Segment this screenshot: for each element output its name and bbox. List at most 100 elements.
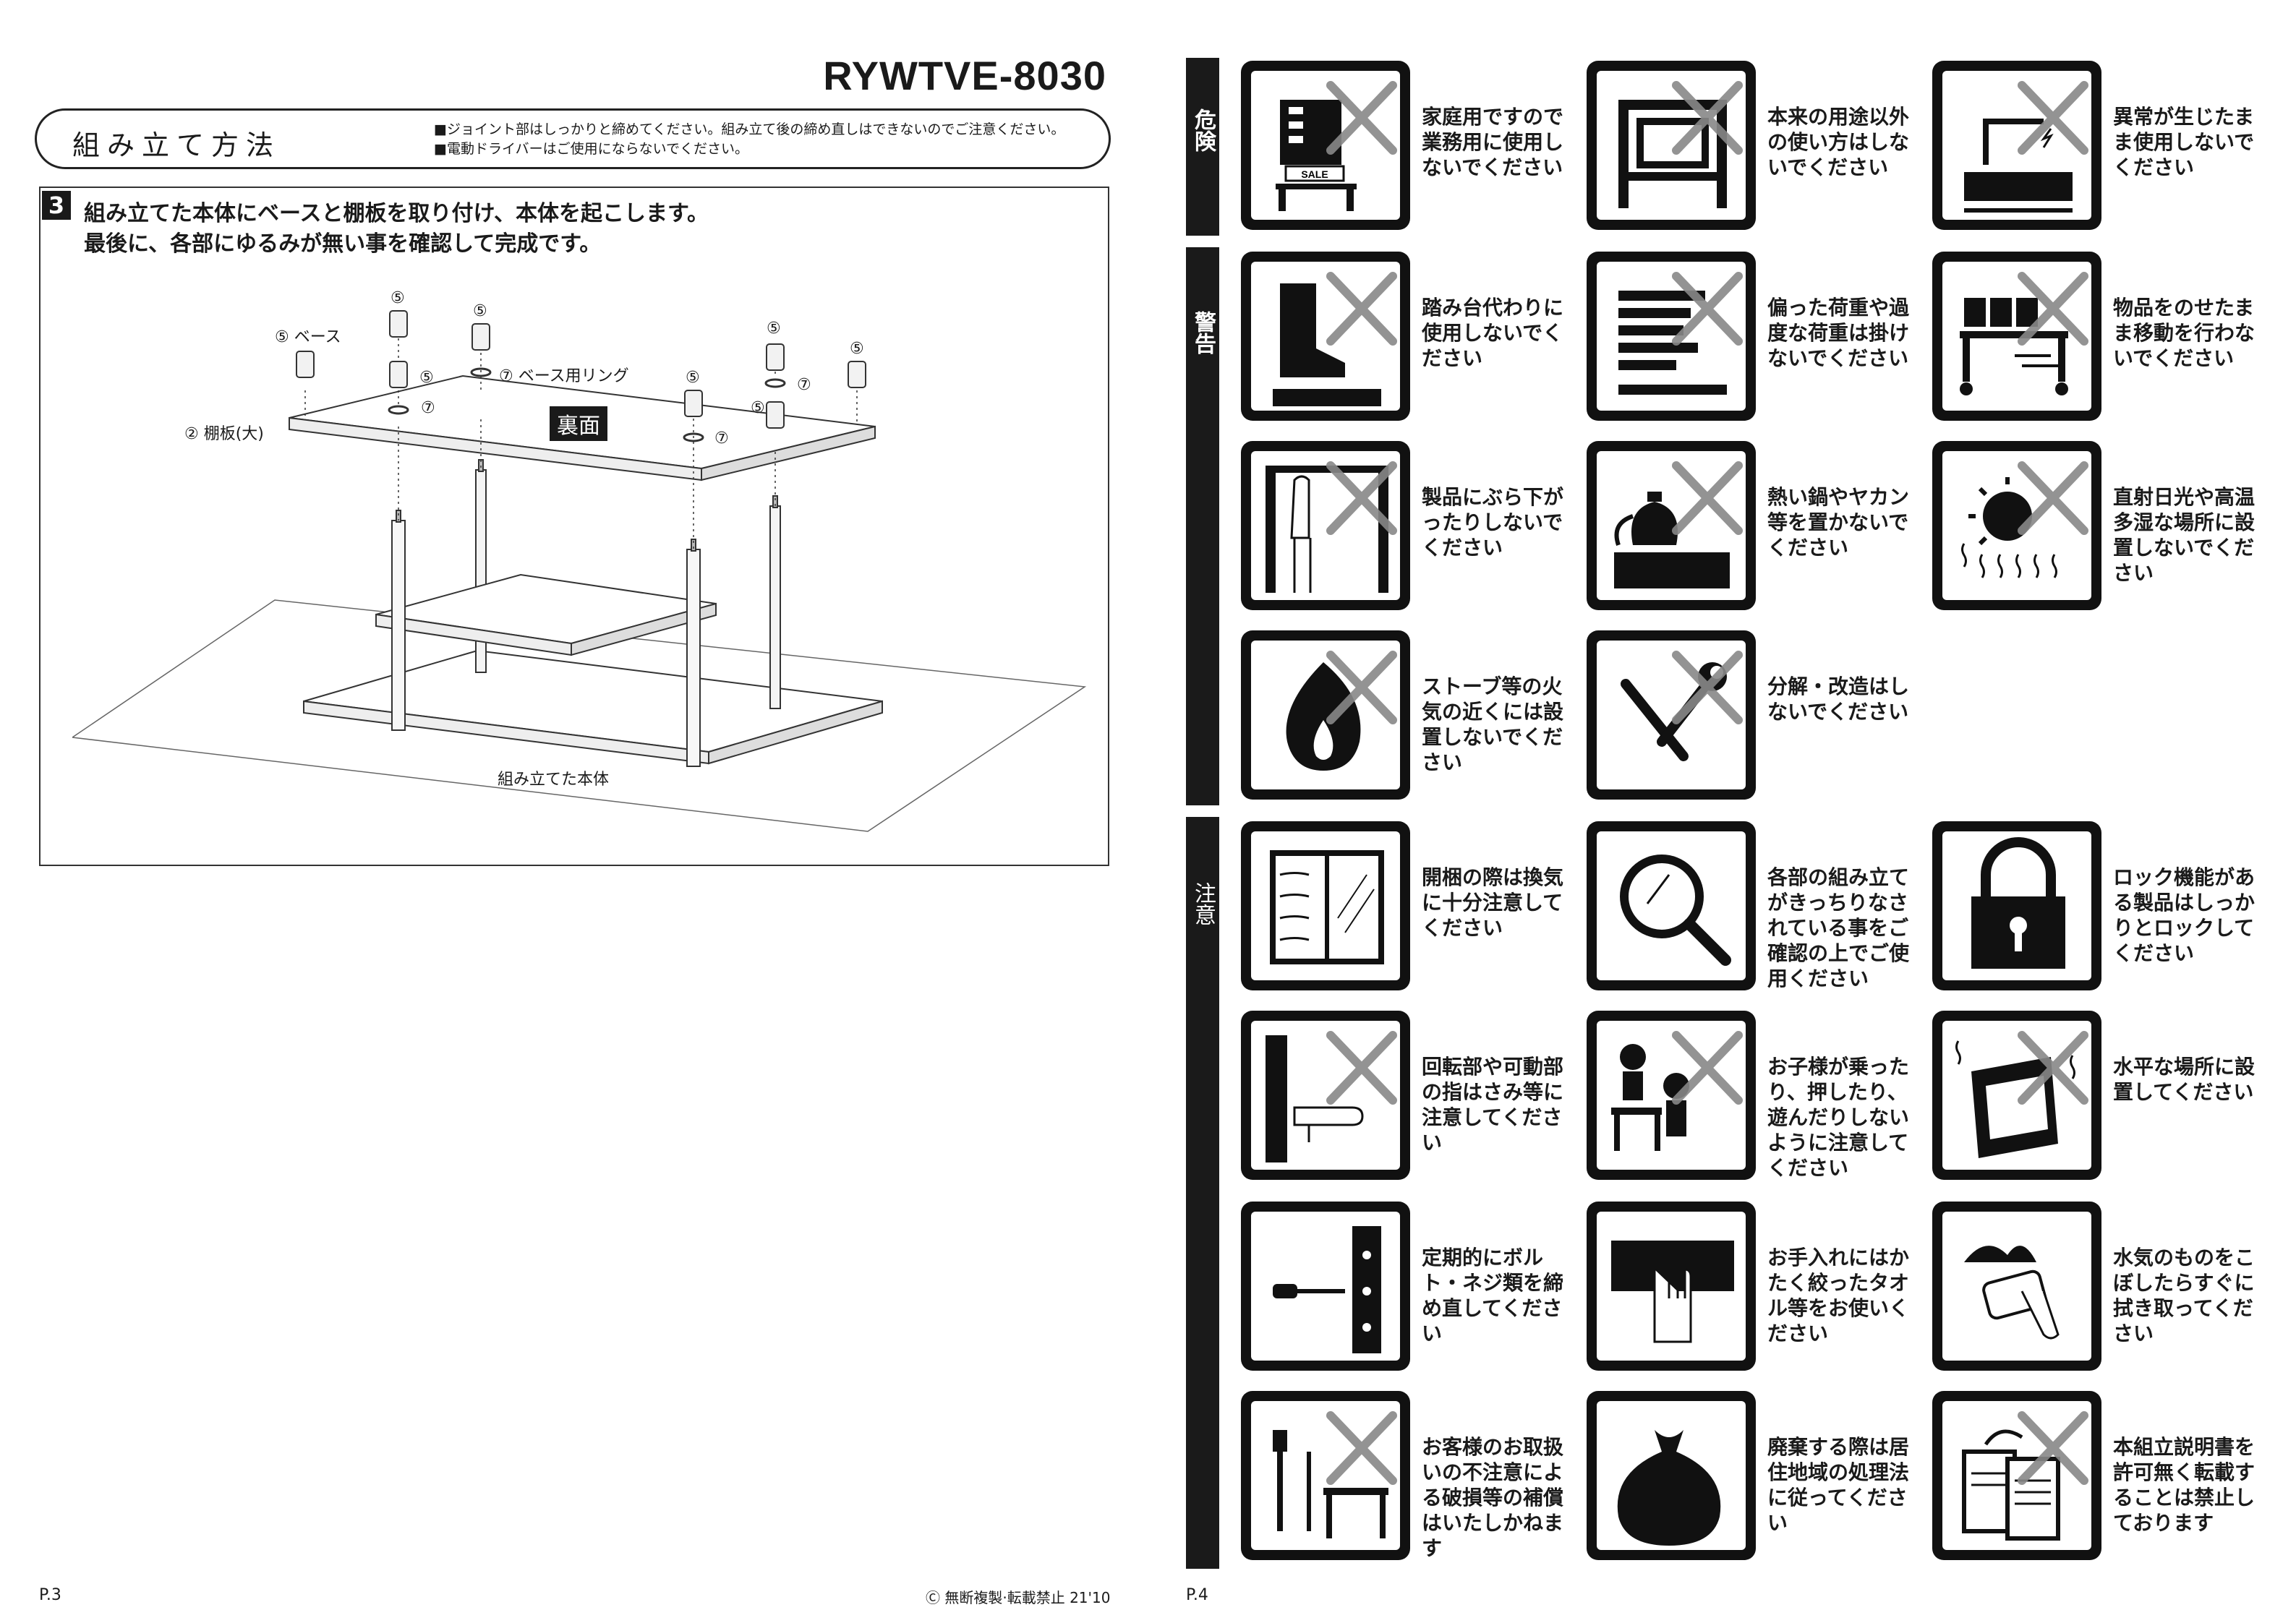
- safety-item: お手入れにはかたく絞ったタオル等をお使いください: [1587, 1202, 1926, 1375]
- label-num-7: ⑦: [797, 376, 811, 394]
- safety-caption: 各部の組み立てがきっちりなされている事をご確認の上でご使用ください: [1767, 865, 1910, 990]
- tilted-furniture-icon: [1932, 1011, 2101, 1180]
- label-reverse-side: 裏面: [550, 406, 607, 441]
- overload-icon: [1587, 252, 1756, 421]
- label-num-5: ⑤: [850, 340, 864, 358]
- label-num-5: ⑤: [391, 289, 405, 307]
- hanging-hand-icon: [1241, 441, 1410, 610]
- category-caution: 注意: [1186, 882, 1219, 925]
- assembly-notes: ■ジョイント部はしっかりと締めてください。組み立て後の締め直しはできないのでご注…: [434, 120, 1064, 159]
- safety-caption: ストーブ等の火気の近くには設置しないでください: [1422, 675, 1564, 774]
- label-num-5: ⑤: [686, 369, 700, 387]
- category-danger: 危険: [1186, 108, 1219, 152]
- safety-item: 開梱の際は換気に十分注意してください: [1241, 821, 1581, 995]
- assembly-illustration: [70, 310, 1087, 832]
- safety-caption: 分解・改造はしないでください: [1767, 675, 1910, 724]
- wipe-spill-icon: [1932, 1202, 2101, 1371]
- category-danger-label: 危険: [1190, 108, 1216, 152]
- safety-item: ストーブ等の火気の近くには設置しないでください: [1241, 630, 1581, 804]
- safety-item: お客様のお取扱いの不注意による破損等の補償はいたしかねます: [1241, 1391, 1581, 1564]
- step-frame: [39, 187, 1109, 866]
- step-instruction-2: 最後に、各部にゆるみが無い事を確認して完成です。: [84, 231, 602, 257]
- safety-caption: お手入れにはかたく絞ったタオル等をお使いください: [1767, 1246, 1910, 1345]
- safety-item: 水平な場所に設置してください: [1932, 1011, 2272, 1184]
- finger-pinch-icon: [1241, 1011, 1410, 1180]
- safety-item: 廃棄する際は居住地域の処理法に従ってください: [1587, 1391, 1926, 1564]
- safety-item: 偏った荷重や過度な荷重は掛けないでください: [1587, 252, 1926, 425]
- safety-item: 物品をのせたまま移動を行わないでください: [1932, 252, 2272, 425]
- window-ventilation-icon: [1241, 821, 1410, 990]
- label-base-ring: ⑦ ベース用リング: [499, 367, 629, 385]
- label-assembled-body: 組み立てた本体: [498, 771, 610, 789]
- model-number: RYWTVE-8030: [823, 53, 1106, 98]
- label-num-5: ⑤: [473, 302, 487, 320]
- moving-cart-icon: [1932, 252, 2101, 421]
- safety-item: 定期的にボルト・ネジ類を締め直してください: [1241, 1202, 1581, 1375]
- method-header-box: [35, 108, 1111, 169]
- safety-item: 水気のものをこぼしたらすぐに拭き取ってください: [1932, 1202, 2272, 1375]
- safety-item: お子様が乗ったり、押したり、遊んだりしないように注意してください: [1587, 1011, 1926, 1184]
- page-number-left: P.3: [39, 1586, 61, 1604]
- safety-caption: 本来の用途以外の使い方はしないでください: [1767, 105, 1910, 179]
- category-warning: 警告: [1186, 311, 1219, 354]
- category-warning-label: 警告: [1190, 311, 1216, 354]
- cloth-hand-icon: [1587, 1202, 1756, 1371]
- sale-shop-icon: SALE: [1241, 61, 1410, 230]
- label-num-5: ⑤: [751, 399, 765, 417]
- label-base: ⑤ ベース: [275, 328, 341, 346]
- safety-caption: 直射日光や高温多湿な場所に設置しないでください: [2113, 485, 2256, 585]
- safety-item: 異常が生じたまま使用しないでください: [1932, 61, 2272, 234]
- safety-item: 熱い鍋やヤカン等を置かないでください: [1587, 441, 1926, 614]
- safety-caption: 物品をのせたまま移動を行わないでください: [2113, 296, 2256, 370]
- safety-caption: 踏み台代わりに使用しないでください: [1422, 296, 1564, 370]
- safety-caption: お子様が乗ったり、押したり、遊んだりしないように注意してください: [1767, 1055, 1910, 1180]
- tv-stand-icon: [1587, 61, 1756, 230]
- safety-item: 直射日光や高温多湿な場所に設置しないでください: [1932, 441, 2272, 614]
- broken-fixture-icon: [1932, 61, 2101, 230]
- copyright-notice: Ⓒ 無断複製·転載禁止 21'10: [926, 1589, 1111, 1606]
- note-2: ■電動ドライバーはご使用にならないでください。: [434, 141, 749, 157]
- safety-caption: 開梱の際は換気に十分注意してください: [1422, 865, 1564, 940]
- children-icon: [1587, 1011, 1756, 1180]
- hot-kettle-icon: [1587, 441, 1756, 610]
- safety-caption: 水気のものをこぼしたらすぐに拭き取ってください: [2113, 1246, 2256, 1345]
- sun-humidity-icon: [1932, 441, 2101, 610]
- safety-caption: 本組立説明書を許可無く転載することは禁止しております: [2113, 1435, 2256, 1535]
- label-num-7: ⑦: [421, 399, 435, 417]
- safety-item: 製品にぶら下がったりしないでください: [1241, 441, 1581, 614]
- safety-caption: 回転部や可動部の指はさみ等に注意してください: [1422, 1055, 1564, 1155]
- safety-item: 踏み台代わりに使用しないでください: [1241, 252, 1581, 425]
- note-1: ■ジョイント部はしっかりと締めてください。組み立て後の締め直しはできないのでご注…: [434, 121, 1065, 137]
- safety-caption: ロック機能がある製品はしっかりとロックしてください: [2113, 865, 2256, 965]
- assembly-diagram: ⑤ ベース ⑦ ベース用リング ② 棚板(大) 裏面 組み立てた本体 ⑤ ⑤ ⑤…: [70, 275, 1099, 839]
- safety-item: ロック機能がある製品はしっかりとロックしてください: [1932, 821, 2272, 995]
- safety-caption: 家庭用ですので業務用に使用しないでください: [1422, 105, 1564, 179]
- step-instruction-1: 組み立てた本体にベースと棚板を取り付け、本体を起こします。: [84, 201, 709, 226]
- safety-caption: 製品にぶら下がったりしないでください: [1422, 485, 1564, 560]
- copy-document-icon: [1932, 1391, 2101, 1560]
- safety-caption: 水平な場所に設置してください: [2113, 1055, 2256, 1104]
- category-caution-label: 注意: [1190, 882, 1216, 925]
- screwdriver-bolt-icon: [1241, 1202, 1410, 1371]
- boot-step-icon: [1241, 252, 1410, 421]
- label-num-7: ⑦: [714, 429, 729, 447]
- safety-item: 本来の用途以外の使い方はしないでください: [1587, 61, 1926, 234]
- safety-caption: 熱い鍋やヤカン等を置かないでください: [1767, 485, 1910, 560]
- category-bar-danger: [1186, 58, 1219, 236]
- label-shelf: ② 棚板(大): [184, 425, 264, 443]
- category-bar-warning: [1186, 247, 1219, 805]
- label-num-5: ⑤: [767, 320, 781, 338]
- category-bar-caution: [1186, 817, 1219, 1569]
- magnifier-icon: [1587, 821, 1756, 990]
- label-num-5: ⑤: [419, 369, 434, 387]
- garbage-bag-icon: [1587, 1391, 1756, 1560]
- safety-item: 回転部や可動部の指はさみ等に注意してください: [1241, 1011, 1581, 1184]
- safety-caption: お客様のお取扱いの不注意による破損等の補償はいたしかねます: [1422, 1435, 1564, 1560]
- safety-caption: 定期的にボルト・ネジ類を締め直してください: [1422, 1246, 1564, 1345]
- safety-item: 分解・改造はしないでください: [1587, 630, 1926, 804]
- page-number-right: P.4: [1186, 1586, 1208, 1604]
- damage-tools-icon: [1241, 1391, 1410, 1560]
- padlock-icon: [1932, 821, 2101, 990]
- safety-caption: 偏った荷重や過度な荷重は掛けないでください: [1767, 296, 1910, 370]
- safety-caption: 廃棄する際は居住地域の処理法に従ってください: [1767, 1435, 1910, 1535]
